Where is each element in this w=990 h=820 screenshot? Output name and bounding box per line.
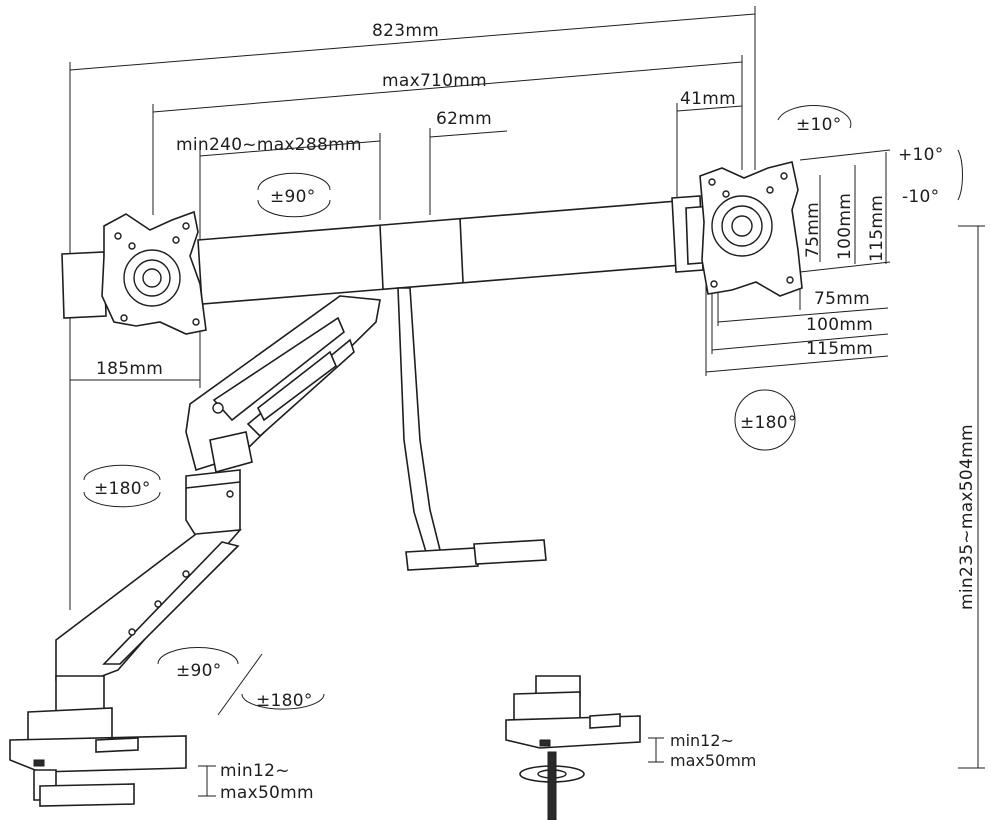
label-center-block: 62mm [436, 109, 492, 129]
label-clamp-left-1: min12~ [220, 761, 290, 781]
grommet-base [505, 675, 641, 820]
dimension-labels: 823mm max710mm min240~max288mm 62mm 41mm… [94, 21, 977, 803]
label-grommet-2: max50mm [670, 751, 756, 770]
dimension-lines [69, 6, 985, 797]
label-rot-arm-left: ±180° [94, 479, 151, 499]
label-clamp-left-2: max50mm [220, 783, 314, 803]
label-bar-length: min240~max288mm [176, 135, 362, 155]
label-rot-tilt-small: ±10° [796, 115, 842, 135]
clamp-base-left [9, 675, 187, 807]
label-height-range: min235~max504mm [957, 424, 977, 610]
label-vesa-100-h: 100mm [806, 315, 873, 335]
label-vesa-115-h: 115mm [806, 339, 873, 359]
rotation-indicators [83, 105, 963, 710]
lower-arm [55, 469, 242, 687]
vesa-plate-left [61, 210, 207, 335]
vesa-plate-right [699, 161, 803, 297]
label-tilt-minus: -10° [902, 187, 939, 207]
label-vesa-100-v: 100mm [835, 193, 855, 260]
label-vesa-75-v: 75mm [803, 202, 823, 258]
label-rot-bar: ±90° [270, 187, 316, 207]
label-grommet-1: min12~ [670, 731, 734, 750]
cross-bar [197, 195, 715, 305]
label-tilt-plus: +10° [898, 145, 944, 165]
label-vesa-115-v: 115mm [867, 195, 887, 262]
label-rot-head-right: ±180° [740, 413, 797, 433]
label-vesa-75-h: 75mm [814, 289, 870, 309]
label-arm-span: max710mm [382, 71, 487, 91]
upper-arm [185, 295, 381, 474]
label-rot-base-180: ±180° [256, 691, 313, 711]
carry-handle [397, 287, 547, 571]
label-bracket-offset: 41mm [680, 89, 736, 109]
label-total-width: 823mm [372, 21, 439, 41]
label-arm-offset: 185mm [96, 359, 163, 379]
label-rot-base-90: ±90° [176, 661, 222, 681]
